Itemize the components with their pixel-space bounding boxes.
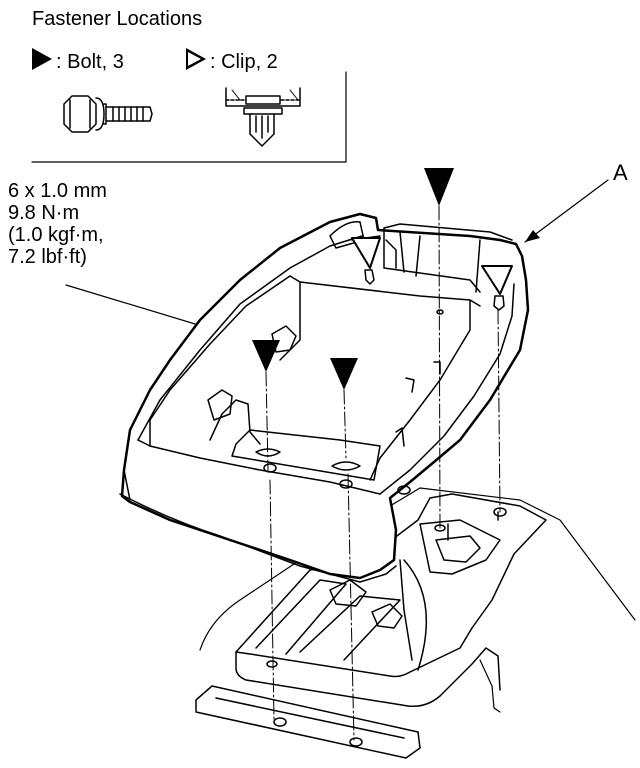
legend-clip: : Clip, 2 bbox=[186, 48, 278, 74]
torque-lbf-text: 7.2 lbf·ft) bbox=[8, 246, 87, 268]
legend-title: Fastener Locations bbox=[32, 8, 203, 30]
callout-a-arrowhead bbox=[525, 230, 540, 242]
console-tray bbox=[119, 212, 530, 583]
callout-a-label: A bbox=[613, 160, 628, 185]
torque-kgf-text: (1.0 kgf·m, bbox=[8, 224, 104, 246]
bolt-marker-rear bbox=[424, 168, 454, 206]
floor-bracket bbox=[199, 487, 636, 713]
bottom-strip-plate bbox=[195, 685, 421, 759]
callout-a-leader-line bbox=[524, 179, 609, 243]
legend-frame bbox=[31, 71, 347, 163]
clip-marker-left bbox=[351, 237, 381, 285]
clip-icon bbox=[225, 87, 301, 147]
bolt-size-text: 6 x 1.0 mm bbox=[8, 180, 107, 202]
bolt-marker-left bbox=[252, 340, 280, 372]
clip-open-triangle-icon bbox=[186, 48, 206, 70]
torque-nm-text: 9.8 N·m bbox=[8, 202, 80, 224]
bolt-icon bbox=[63, 95, 153, 133]
alignment-lines bbox=[265, 205, 501, 741]
legend-bolt: : Bolt, 3 bbox=[32, 48, 124, 74]
bolt-label: : Bolt, 3 bbox=[56, 51, 124, 73]
bolt-solid-triangle-icon bbox=[32, 48, 52, 70]
clip-marker-right bbox=[481, 265, 513, 311]
torque-spec: 6 x 1.0 mm 9.8 N·m (1.0 kgf·m, 7.2 lbf·f… bbox=[8, 180, 107, 268]
mounting-holes bbox=[263, 309, 507, 747]
bolt-marker-center bbox=[330, 358, 358, 390]
clip-label: : Clip, 2 bbox=[210, 51, 278, 73]
